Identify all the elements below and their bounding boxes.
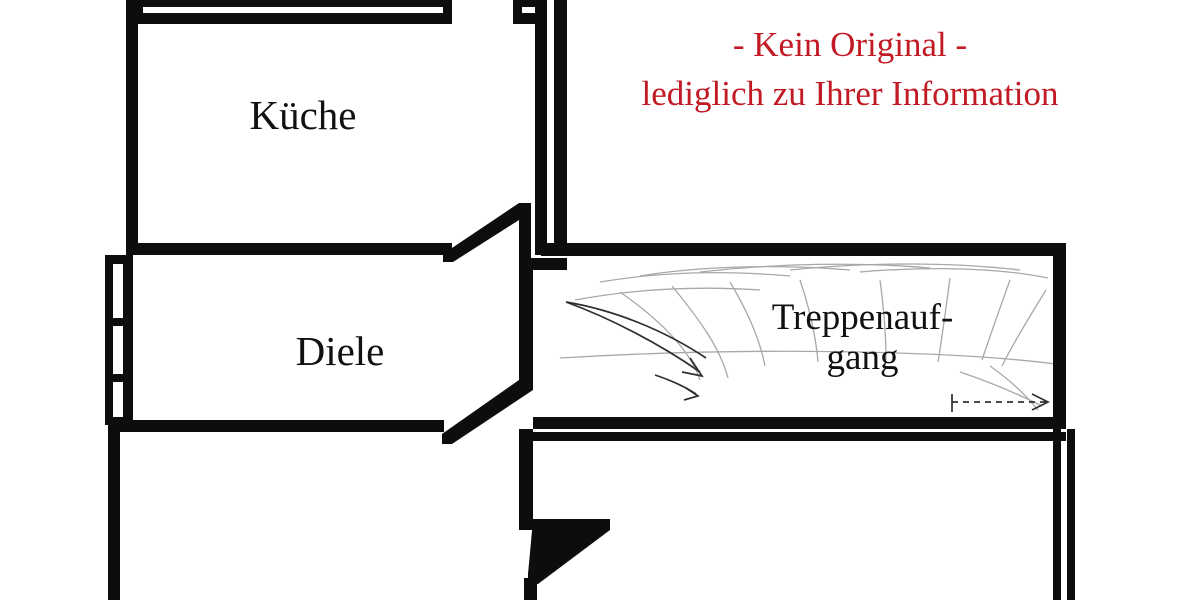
staircase-hatching [559,263,1056,411]
wall-kueche-left [126,0,138,254]
wall-diele-left-mullion-2 [105,374,133,382]
staircase-direction-arrows [565,301,1050,412]
room-label-diele: Diele [295,328,385,374]
room-label-treppenaufgang-line-2: gang [826,336,899,378]
wall-kueche-top-right-jamb [443,0,452,24]
wall-kueche-top-left-jamb [134,0,143,24]
wall-central-vertical-right [554,0,567,250]
wall-diele-left-bottom-jamb [108,417,120,433]
room-label-treppenaufgang: Treppenauf- gang [700,298,1025,378]
wall-geometry [105,0,1075,600]
wall-top-stub-inner [513,13,541,24]
wall-top-stub-outer [513,0,541,7]
wall-diele-left-mullion-1 [105,318,133,326]
wall-kueche-top-outer [134,0,452,7]
wall-diele-left-head [105,255,133,264]
wall-diele-bottom [108,420,444,432]
wall-treppe-right [1053,243,1066,429]
wall-diagonal-diele-lower [442,380,533,444]
wall-lower-diagonal-ledge [519,519,610,530]
wall-diele-left-outer [105,255,113,425]
wall-lower-right-exterior-outer [1053,429,1061,600]
wall-top-stub-jamb [513,0,522,24]
wall-central-vertical-left [535,0,547,255]
watermark-lediglich-zu-ihrer-information: lediglich zu Ihrer Information [641,74,1059,113]
watermark-kein-original: - Kein Original - [732,25,968,64]
wall-lower-room-left [108,425,120,600]
wall-lower-right-room-top [533,432,1066,441]
wall-treppe-top [541,243,1066,256]
wall-treppe-bottom [533,417,1066,429]
wall-diagonal-kueche-upper [443,203,530,262]
wall-arrow-neck-top [519,258,567,270]
wall-lower-center-vertical [519,429,533,529]
wall-lower-right-exterior-inner [1067,429,1075,600]
room-label-treppenaufgang-line-1: Treppenauf- [771,297,954,338]
wall-bottom-center-stub [524,578,537,600]
wall-diagonal-lower-room [528,520,610,584]
wall-diele-left-inner [123,255,133,425]
wall-arrow-upper-vertical [519,203,531,265]
wall-kueche-bottom [126,243,452,255]
wall-kueche-top-inner [134,13,452,24]
room-label-kueche: Küche [249,92,357,138]
wall-arrow-neck-vertical [519,258,533,388]
